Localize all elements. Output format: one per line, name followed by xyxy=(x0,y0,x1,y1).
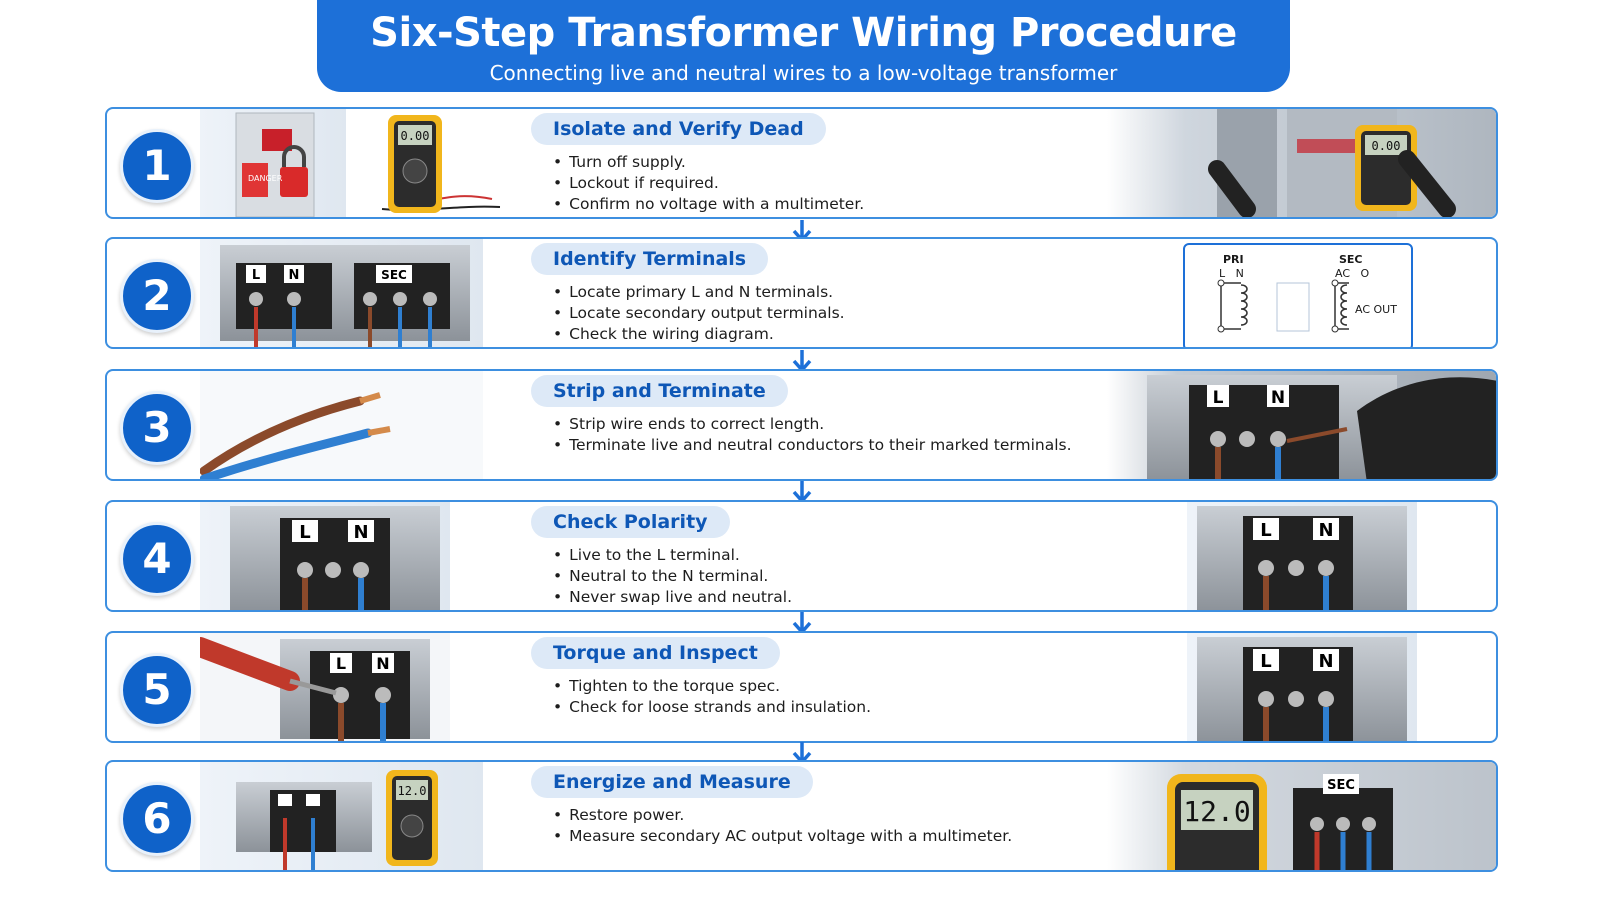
step-bullets: Live to the L terminal. Neutral to the N… xyxy=(553,545,1131,608)
step-3-card: 3 Strip and Terminate Strip wire ends to… xyxy=(105,369,1498,481)
step-title: Identify Terminals xyxy=(531,243,769,275)
padlock-icon: DANGER xyxy=(235,112,315,217)
transformer-multimeter-icon: 12.0 xyxy=(236,770,438,870)
output-label: AC OUT xyxy=(1355,303,1397,316)
bullet-item: Locate primary L and N terminals. xyxy=(553,282,1131,303)
step-title: Check Polarity xyxy=(531,506,730,538)
svg-text:L: L xyxy=(299,522,310,543)
svg-text:L: L xyxy=(1260,520,1271,541)
svg-text:L: L xyxy=(1260,651,1271,672)
terminate-photo: L N xyxy=(1107,371,1496,479)
step-info: Strip and Terminate Strip wire ends to c… xyxy=(531,375,1131,456)
coil-schematic-icon xyxy=(1217,279,1349,333)
bullet-item: Live to the L terminal. xyxy=(553,545,1131,566)
terminal-block-photo: L N SEC xyxy=(200,239,483,347)
step-bullets: Locate primary L and N terminals. Locate… xyxy=(553,282,1131,345)
page-title: Six-Step Transformer Wiring Procedure xyxy=(370,10,1237,56)
svg-text:N: N xyxy=(1271,388,1285,408)
energize-photo: 12.0 xyxy=(200,762,483,870)
svg-text:DANGER: DANGER xyxy=(248,174,283,183)
step-bullets: Tighten to the torque spec. Check for lo… xyxy=(553,676,1131,718)
bullet-item: Restore power. xyxy=(553,805,1131,826)
svg-text:N: N xyxy=(289,268,300,283)
bullet-item: Measure secondary AC output voltage with… xyxy=(553,826,1131,847)
step-info: Check Polarity Live to the L terminal. N… xyxy=(531,506,1131,608)
svg-text:N: N xyxy=(376,654,389,673)
step-number-badge: 5 xyxy=(120,653,194,727)
step-bullets: Strip wire ends to correct length. Termi… xyxy=(553,414,1131,456)
large-multimeter-icon: 12.0 SEC xyxy=(1167,774,1393,870)
svg-text:L: L xyxy=(336,654,346,673)
svg-text:L: L xyxy=(252,268,260,283)
lnterminal-icon: L N xyxy=(1197,637,1407,741)
measure-output-photo: 12.0 SEC xyxy=(1107,762,1496,870)
step-info: Energize and Measure Restore power. Meas… xyxy=(531,766,1131,847)
primary-label: PRI xyxy=(1223,253,1244,266)
step-info: Isolate and Verify Dead Turn off supply.… xyxy=(531,113,1131,215)
lnterminal-icon: L N xyxy=(1197,506,1407,610)
step-number-badge: 2 xyxy=(120,259,194,333)
step-bullets: Restore power. Measure secondary AC outp… xyxy=(553,805,1131,847)
meter-reading: 0.00 xyxy=(401,129,430,143)
step-4-card: 4 L N Check Polarity Live to the L termi… xyxy=(105,500,1498,612)
stripped-wire-photo xyxy=(199,371,483,479)
step-5-card: 5 L N Torque and Inspect Tighten to the … xyxy=(105,631,1498,743)
svg-text:L: L xyxy=(1213,388,1224,408)
step-6-card: 6 12.0 Energize and Measure Restore powe… xyxy=(105,760,1498,872)
panel-multimeter-icon: 0.00 xyxy=(1208,109,1456,217)
torque-photo: L N xyxy=(190,633,450,741)
step-info: Identify Terminals Locate primary L and … xyxy=(531,243,1131,345)
bullet-item: Lockout if required. xyxy=(553,173,1131,194)
step-title: Torque and Inspect xyxy=(531,637,780,669)
svg-text:SEC: SEC xyxy=(381,268,407,282)
panel-measure-photo: 0.00 xyxy=(1107,109,1496,217)
bullet-item: Strip wire ends to correct length. xyxy=(553,414,1131,435)
bullet-item: Terminate live and neutral conductors to… xyxy=(553,435,1131,456)
step-info: Torque and Inspect Tighten to the torque… xyxy=(531,637,1131,718)
page-subtitle: Connecting live and neutral wires to a l… xyxy=(489,61,1118,85)
step-title: Energize and Measure xyxy=(531,766,813,798)
bullet-item: Tighten to the torque spec. xyxy=(553,676,1131,697)
wiring-diagram: PRI L N SEC AC O AC OUT xyxy=(1183,243,1413,347)
bullet-item: Never swap live and neutral. xyxy=(553,587,1131,608)
multimeter-icon: 0.00 xyxy=(381,115,501,213)
bullet-item: Check the wiring diagram. xyxy=(553,324,1131,345)
step-2-card: 2 L N SEC Identify Terminals Locate prim… xyxy=(105,237,1498,349)
meter-reading: 0.00 xyxy=(1372,139,1401,153)
svg-text:N: N xyxy=(353,522,368,543)
meter-reading-large: 12.0 xyxy=(1183,795,1250,828)
bullet-item: Check for loose strands and insulation. xyxy=(553,697,1131,718)
step-number-badge: 1 xyxy=(120,129,194,203)
step-title: Isolate and Verify Dead xyxy=(531,113,826,145)
svg-text:N: N xyxy=(1318,520,1333,541)
svg-text:SEC: SEC xyxy=(1327,778,1355,793)
secondary-label: SEC xyxy=(1339,253,1363,266)
step-title: Strip and Terminate xyxy=(531,375,788,407)
stripped-wire-icon xyxy=(199,392,391,479)
bullet-item: Confirm no voltage with a multimeter. xyxy=(553,194,1131,215)
multimeter-photo: 0.00 xyxy=(362,109,502,217)
page-header: Six-Step Transformer Wiring Procedure Co… xyxy=(317,0,1290,92)
primary-terminals: L N xyxy=(1219,267,1244,280)
inspect-photo: L N xyxy=(1187,633,1417,741)
step-number-badge: 4 xyxy=(120,522,194,596)
bullet-item: Neutral to the N terminal. xyxy=(553,566,1131,587)
screwdriver-icon: L N xyxy=(190,637,430,741)
step-number-badge: 6 xyxy=(120,782,194,856)
step-number-badge: 3 xyxy=(120,391,194,465)
polarity-photo-right: L N xyxy=(1187,502,1417,610)
meter-reading: 12.0 xyxy=(398,784,427,798)
terminal-screwdriver-icon: L N xyxy=(1147,375,1496,479)
lnterminal-icon: L N xyxy=(230,506,440,610)
svg-text:N: N xyxy=(1318,651,1333,672)
bullet-item: Locate secondary output terminals. xyxy=(553,303,1131,324)
step-1-card: 1 DANGER 0.00 Isolate and Verify Dead Tu… xyxy=(105,107,1498,219)
polarity-photo-left: L N xyxy=(200,502,450,610)
step-bullets: Turn off supply. Lockout if required. Co… xyxy=(553,152,1131,215)
secondary-terminals: AC O xyxy=(1335,267,1370,280)
lockout-photo: DANGER xyxy=(200,109,346,217)
bullet-item: Turn off supply. xyxy=(553,152,1131,173)
terminal-block-icon: L N SEC xyxy=(220,245,470,347)
